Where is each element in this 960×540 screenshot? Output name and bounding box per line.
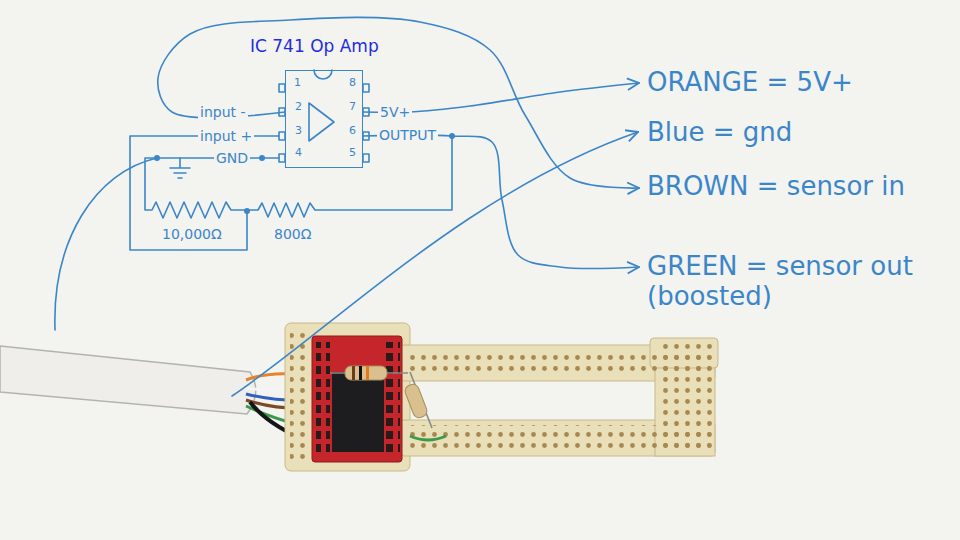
ic-chip-box: 1 8 2 7 3 6 4 5 <box>285 70 363 168</box>
wire-color-note: ORANGE = 5V+ <box>645 66 855 100</box>
resistor-band <box>366 366 369 380</box>
wire-color-note: GREEN = sensor out (boosted) <box>645 250 945 314</box>
resistor-band <box>359 366 362 380</box>
pin-number: 2 <box>295 101 302 113</box>
pin-number: 1 <box>294 77 301 89</box>
wire-color-note: Blue = gnd <box>645 116 794 150</box>
resistor-band <box>352 366 355 380</box>
wire-color-text: Blue = gnd <box>647 118 792 148</box>
hole-row <box>660 343 712 453</box>
resistor-symbol <box>247 136 452 217</box>
pin-label: GND <box>214 150 250 167</box>
signal-arrow <box>158 17 639 188</box>
cable <box>0 346 256 414</box>
wire-color-note: BROWN = sensor in <box>645 170 907 204</box>
pin-label: input + <box>198 128 254 145</box>
green-wire <box>410 436 446 440</box>
chip-notch <box>314 70 332 79</box>
pin-label: 10,000Ω <box>160 226 224 243</box>
perfboard <box>285 323 410 471</box>
resistor-body <box>345 366 387 380</box>
leader-arrow <box>232 132 638 396</box>
pin-square <box>363 154 369 162</box>
wire-color-text: GREEN = sensor out (boosted) <box>647 252 943 312</box>
wire-color-text: ORANGE = 5V+ <box>647 68 853 98</box>
pin-label: 5V+ <box>378 104 412 121</box>
wire-color-text: BROWN = sensor in <box>647 172 905 202</box>
pin-number: 6 <box>349 125 356 137</box>
pin-number: 7 <box>349 101 356 113</box>
ic-adapter-board <box>312 336 402 462</box>
pin-square <box>363 84 369 92</box>
junction-dot <box>244 208 250 214</box>
pin-label: OUTPUT <box>377 127 438 144</box>
junction-dot <box>259 155 265 161</box>
resistor-body <box>403 383 428 420</box>
junction-dot <box>154 155 160 161</box>
input-plus-wire <box>130 136 279 250</box>
ic-chip <box>332 372 384 452</box>
pin-label: 800Ω <box>272 226 313 243</box>
diagram-title: IC 741 Op Amp <box>250 36 379 56</box>
opamp-symbol <box>309 103 334 141</box>
pin-number: 8 <box>349 77 356 89</box>
socket-row <box>386 342 400 456</box>
socket-row <box>316 342 330 456</box>
pin-number: 5 <box>349 147 356 159</box>
resistor-symbol <box>145 158 247 218</box>
pin-label: input - <box>198 104 248 121</box>
pin-number: 3 <box>295 125 302 137</box>
signal-arrow <box>363 135 639 268</box>
ground-symbol <box>170 158 190 178</box>
pin-number: 4 <box>295 147 302 159</box>
cable-wire <box>55 158 157 330</box>
